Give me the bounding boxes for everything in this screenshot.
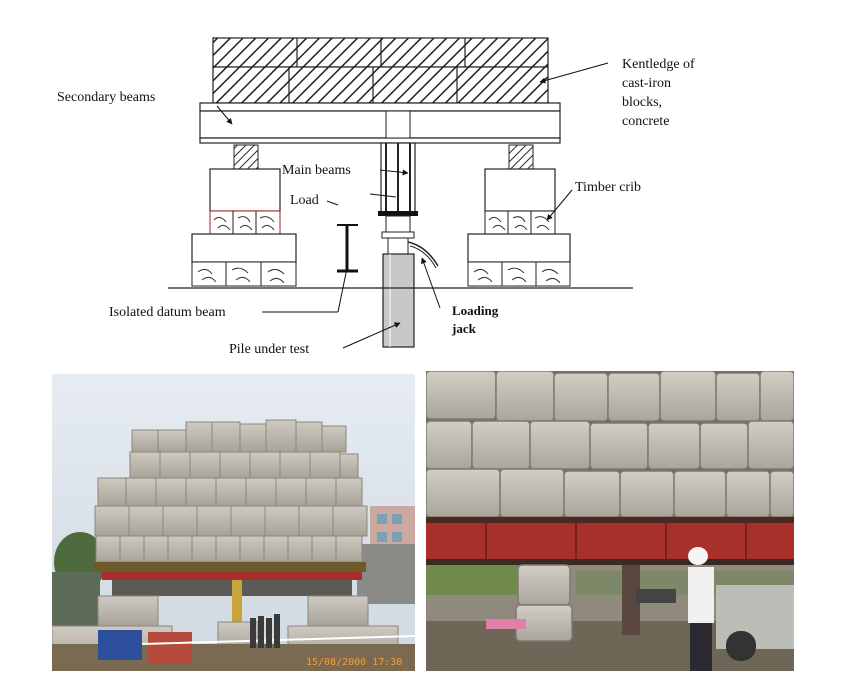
pile-under-test-label: Pile under test	[229, 342, 310, 357]
photo-kentledge-stack: 15/08/2000 17:30	[52, 374, 415, 671]
timber-crib-label: Timber crib	[575, 180, 641, 195]
right-timber-crib	[467, 144, 571, 287]
pile-load-test-diagram	[168, 37, 633, 349]
test-pile	[382, 253, 415, 348]
loading-jack-label-1: Loading	[452, 303, 499, 318]
kentledge-label-2: cast-iron	[622, 76, 671, 91]
main-beams-column	[378, 142, 418, 239]
main-beams-label: Main beams	[282, 163, 351, 178]
load-label: Load	[290, 193, 319, 208]
photo-beam-closeup-image	[426, 371, 794, 671]
loading-jack-label-2: jack	[452, 321, 476, 336]
left-timber-crib	[191, 144, 297, 287]
datum-beam-label: Isolated datum beam	[109, 305, 226, 320]
kentledge-label-4: concrete	[622, 114, 670, 129]
kentledge-blocks	[212, 37, 549, 104]
photo-beam-closeup	[426, 371, 794, 671]
kentledge-label-1: Kentledge of	[622, 57, 695, 72]
loading-jack	[387, 237, 439, 269]
kentledge-label-3: blocks,	[622, 95, 663, 110]
datum-beam	[337, 224, 358, 273]
secondary-beams-label: Secondary beams	[57, 90, 156, 105]
photo-timestamp: 15/08/2000 17:30	[306, 657, 403, 668]
secondary-beam	[199, 102, 561, 144]
leader-lines	[216, 62, 609, 349]
photo-kentledge-stack-image	[52, 374, 415, 671]
